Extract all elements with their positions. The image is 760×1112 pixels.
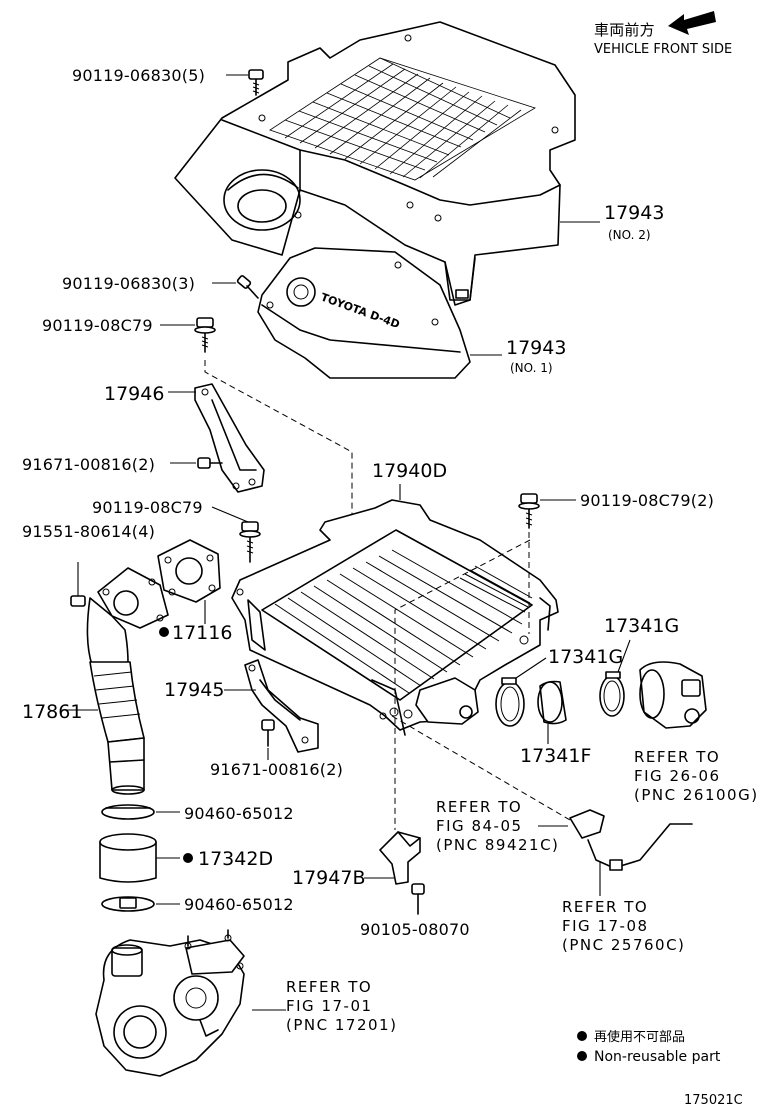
gasket-17116-pn: 17116 <box>172 622 232 644</box>
vehicle-front-indicator: 車両前方 VEHICLE FRONT SIDE <box>594 11 732 57</box>
figure-id: 175021C <box>684 1093 743 1108</box>
clamp-17341g-a-pn: 17341G <box>548 646 623 668</box>
hose-17342d-pn: 17342D <box>198 848 273 870</box>
bolt-08c79-left-label: 90119-08C79 <box>42 316 153 335</box>
bolt-top-label: 90119-06830(5) <box>72 66 205 85</box>
flange-bolt-icon <box>197 457 223 469</box>
flange-bolt-icon <box>194 317 216 353</box>
bracket-17946-pn: 17946 <box>104 383 164 405</box>
bolt-icon <box>236 275 259 299</box>
legend: 再使用不可部品 Non-reusable part <box>577 1029 721 1065</box>
bolt-91671-lower-label: 91671-00816(2) <box>210 760 343 779</box>
ref-26-06-line2: FIG 26-06 <box>634 767 721 785</box>
bracket-17945-pn: 17945 <box>164 679 224 701</box>
ref-26-06-line1: REFER TO <box>634 748 720 766</box>
flange-bolt-icon <box>518 493 540 529</box>
cover-grille <box>269 57 536 181</box>
pressure-sensor <box>569 809 693 871</box>
clamp-90460-upper-label: 90460-65012 <box>184 804 294 823</box>
ref-17-08-line2: FIG 17-08 <box>562 917 649 935</box>
hose-17342d <box>99 833 157 883</box>
legend-dot-icon <box>577 1051 587 1061</box>
vehicle-front-label-jp: 車両前方 <box>594 21 655 39</box>
turbocharger <box>95 929 245 1077</box>
hose-17341f <box>537 680 567 725</box>
ref-84-05-line2: FIG 84-05 <box>436 817 523 835</box>
bolt-91551-label: 91551-80614(4) <box>22 522 155 541</box>
ref-17-08: REFER TO FIG 17-08 (PNC 25760C) <box>562 898 685 954</box>
cover-no1-pn: 17943 <box>506 337 566 359</box>
legend-dot-icon <box>577 1031 587 1041</box>
hose-17341f-pn: 17341F <box>520 745 591 767</box>
ref-84-05: REFER TO FIG 84-05 (PNC 89421C) <box>436 798 559 854</box>
sensor-17947b-pn: 17947B <box>292 867 365 889</box>
clamp-17341g-b-pn: 17341G <box>604 615 679 637</box>
flange-bolt-icon <box>261 719 275 747</box>
ref-17-01-line3: (PNC 17201) <box>286 1016 397 1034</box>
clamp-90460-lower <box>101 896 155 912</box>
ref-26-06: REFER TO FIG 26-06 (PNC 26100G) <box>634 748 759 804</box>
legend-jp: 再使用不可部品 <box>594 1029 685 1045</box>
bolt-08c79-right-label: 90119-08C79(2) <box>580 491 714 510</box>
ref-17-01-line1: REFER TO <box>286 978 372 996</box>
bolt-08c79-mid-label: 90119-08C79 <box>92 498 203 517</box>
bolt-mid-label: 90119-06830(3) <box>62 274 195 293</box>
legend-en: Non-reusable part <box>594 1049 721 1065</box>
bolt-icon <box>70 595 86 607</box>
ref-17-01: REFER TO FIG 17-01 (PNC 17201) <box>286 978 397 1034</box>
vehicle-front-label-en: VEHICLE FRONT SIDE <box>594 42 732 57</box>
ref-17-08-line1: REFER TO <box>562 898 648 916</box>
ref-84-05-line3: (PNC 89421C) <box>436 836 559 854</box>
pipe-17861 <box>86 567 169 795</box>
flange-bolt-icon <box>239 521 261 563</box>
bolt-icon <box>248 69 264 96</box>
throttle-body <box>639 661 707 729</box>
bracket-17946 <box>194 383 265 493</box>
pipe-17861-pn: 17861 <box>22 701 82 723</box>
intercooler-pn: 17940D <box>372 460 447 482</box>
ref-17-01-line2: FIG 17-01 <box>286 997 373 1015</box>
ref-17-08-line3: (PNC 25760C) <box>562 936 685 954</box>
non-reusable-dot-icon <box>159 627 169 637</box>
ref-26-06-line3: (PNC 26100G) <box>634 786 759 804</box>
sensor-17947b <box>379 831 421 885</box>
engine-cover-no2 <box>174 21 576 306</box>
bolt-90105-label: 90105-08070 <box>360 920 470 939</box>
engine-cover-no1: TOYOTA D-4D <box>257 247 471 379</box>
clamp-17341g-a <box>495 677 525 727</box>
cover-no2-pn: 17943 <box>604 202 664 224</box>
bolt-icon <box>411 883 425 915</box>
gasket-17116 <box>157 539 221 603</box>
cover-no1-sub: (NO. 1) <box>510 361 553 375</box>
clamp-90460-upper <box>101 804 155 820</box>
intercooler-17940d <box>231 499 559 736</box>
cover-no2-sub: (NO. 2) <box>608 228 651 242</box>
bolt-91671-upper-label: 91671-00816(2) <box>22 455 155 474</box>
clamp-17341g-b <box>599 671 625 717</box>
front-arrow-icon <box>668 11 716 35</box>
bracket-17945 <box>244 659 319 753</box>
non-reusable-dot-icon <box>183 853 193 863</box>
clamp-90460-lower-label: 90460-65012 <box>184 895 294 914</box>
ref-84-05-line1: REFER TO <box>436 798 522 816</box>
